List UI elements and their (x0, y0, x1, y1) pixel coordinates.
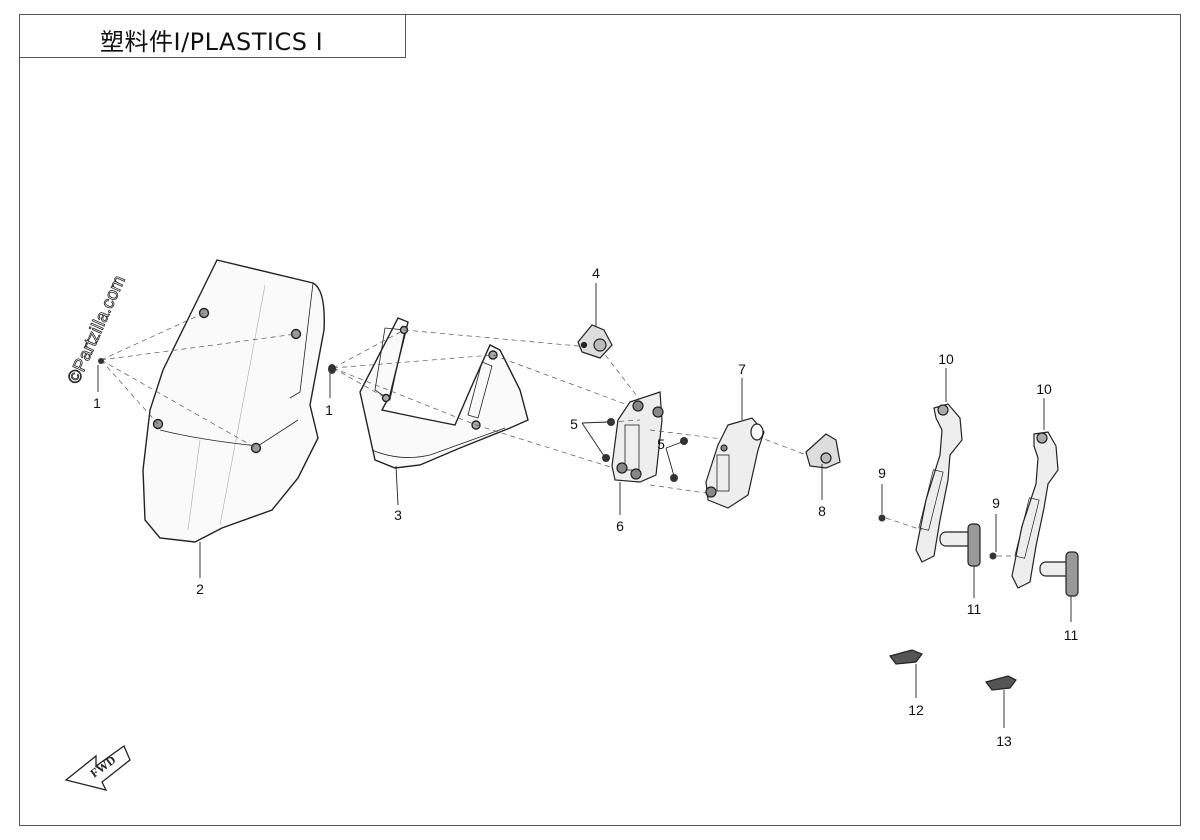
fastener-1-mid (328, 364, 336, 374)
screw-part-9 (878, 514, 997, 560)
fwd-arrow-icon: FWD (64, 745, 131, 791)
callout-1-left: 1 (93, 395, 101, 411)
clamp-part-7 (705, 417, 765, 509)
callout-8: 8 (818, 503, 826, 519)
callout-10-left: 10 (938, 351, 954, 367)
callout-11-right: 11 (1064, 627, 1079, 643)
callout-6: 6 (616, 518, 624, 534)
callout-1-mid: 1 (325, 402, 333, 418)
bracket-cover-part (359, 317, 529, 469)
leader-lines-stays (885, 517, 1018, 557)
stay-bracket-part-10-right (1011, 431, 1059, 589)
callout-labels: 1 2 1 3 4 5 5 6 7 8 9 10 9 10 11 11 12 1… (93, 265, 1078, 749)
callout-10-right: 10 (1036, 381, 1052, 397)
mount-knob-part-8 (805, 433, 841, 469)
bolt-part-11-left (939, 523, 981, 567)
callout-12: 12 (908, 702, 924, 718)
nut-part-13 (984, 675, 1017, 691)
callout-7: 7 (738, 361, 746, 377)
watermark-text: ©Partzilla.com (63, 272, 129, 386)
fastener-1-left (98, 358, 104, 364)
leader-lines-mid (332, 329, 641, 471)
windshield-part (142, 259, 325, 543)
mount-knob-part-4 (577, 324, 613, 359)
bolt-part-11-right (1039, 551, 1079, 597)
callout-5-right: 5 (657, 436, 665, 452)
callout-leaders (97, 283, 1072, 728)
callout-5-left: 5 (570, 416, 578, 432)
callout-11-left: 11 (967, 601, 982, 617)
callout-9-left: 9 (878, 465, 886, 481)
stay-bracket-part-10-left (915, 403, 963, 563)
page-title: 塑料件Ⅰ/PLASTICS Ⅰ (100, 28, 324, 56)
callout-13: 13 (996, 733, 1012, 749)
nut-part-12 (888, 649, 923, 665)
clamp-part-6 (611, 391, 664, 483)
callout-9-right: 9 (992, 495, 1000, 511)
drawing-frame (19, 14, 1181, 826)
callout-3: 3 (394, 507, 402, 523)
title-block (19, 14, 406, 58)
callout-4: 4 (592, 265, 600, 281)
leader-lines-left (100, 312, 297, 449)
callout-2: 2 (196, 581, 204, 597)
